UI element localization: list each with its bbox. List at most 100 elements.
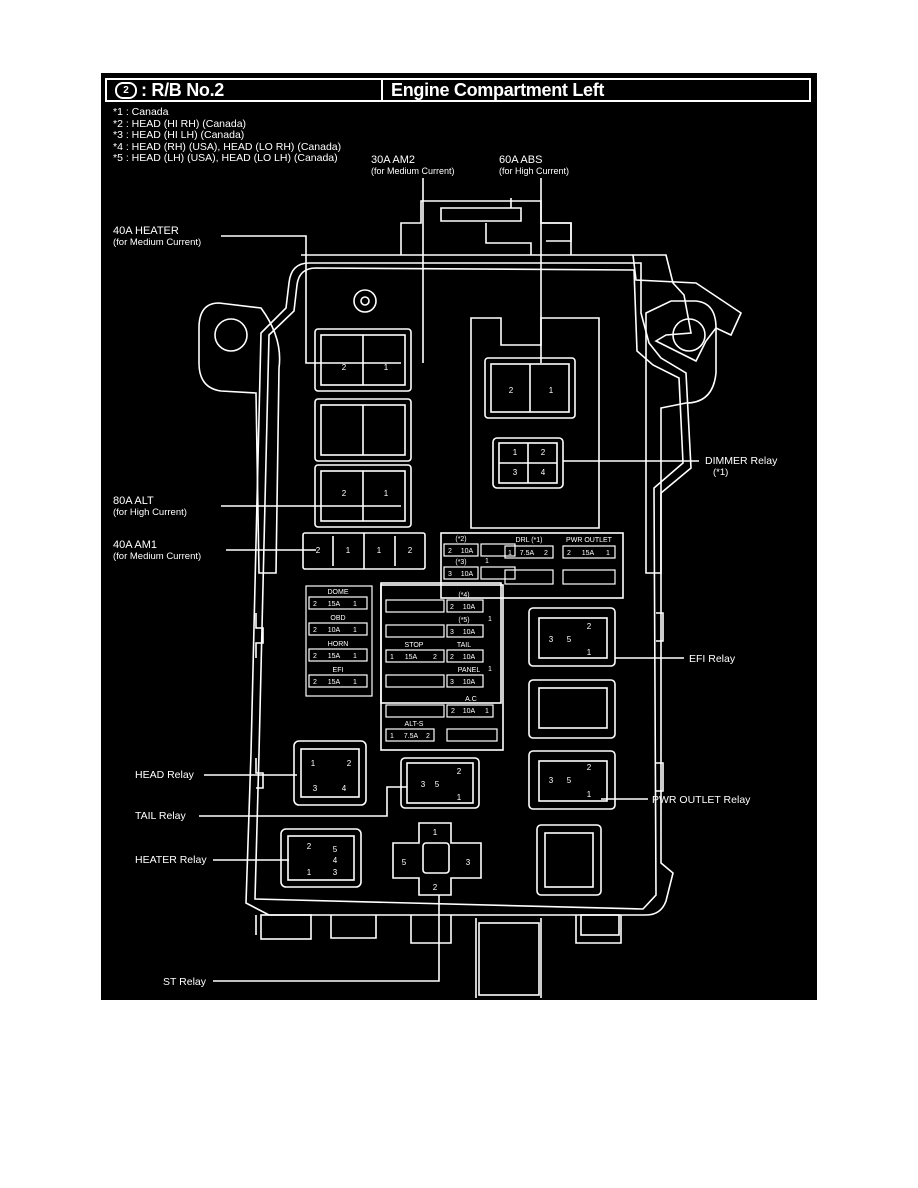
fuse-horn-name: HORN [328, 641, 349, 648]
fuse-ac-pin-b: 1 [485, 708, 489, 715]
pin-label: 5 [567, 776, 572, 785]
fuse-f3-name: (*3) [455, 559, 466, 566]
pin-label: 1 [384, 489, 389, 498]
fuse-f4-amp: 10A [463, 604, 476, 611]
pin-label: 2 [587, 622, 592, 631]
fuse-obd-name: OBD [330, 615, 345, 622]
pin-label: 3 [466, 858, 471, 867]
efi-relay [528, 607, 616, 667]
fuse-efi-pin-b: 1 [353, 679, 357, 686]
note-line: *2 : HEAD (HI RH) (Canada) [113, 117, 247, 130]
callout-heater-note: (for Medium Current) [113, 237, 201, 248]
top-bolt-center [360, 296, 370, 306]
fuse-horn-pin-b: 1 [353, 653, 357, 660]
callout-pwr-relay: PWR OUTLET Relay [652, 794, 751, 806]
left-bolt-hole [214, 318, 248, 352]
fuse-pwr-name: PWR OUTLET [566, 537, 613, 544]
pin-label: 4 [342, 784, 347, 793]
pin-label: 4 [333, 856, 338, 865]
fuse-obd-pin-a: 2 [313, 627, 317, 634]
header-title-right: Engine Compartment Left [391, 79, 605, 100]
fuse-panel-name: PANEL [458, 667, 481, 674]
header-relay-block-id: 2 : R/B No.2 [107, 80, 383, 100]
fuse-drl-pin-b: 2 [544, 550, 548, 557]
top-tab-lines [510, 198, 572, 242]
fuse-tail-amp: 10A [463, 654, 476, 661]
callout-alt-name: 80A ALT [113, 495, 154, 507]
callout-am1-note: (for Medium Current) [113, 551, 201, 562]
callout-abs-note: (for High Current) [499, 166, 569, 176]
header-location: Engine Compartment Left [383, 80, 809, 100]
dimmer-relay [492, 437, 564, 489]
fuse-efi-name: EFI [333, 667, 344, 674]
bottom-right-relay [536, 824, 602, 896]
fuse-f5-pin: 3 [450, 629, 454, 636]
footnotes: *1 : Canada *2 : HEAD (HI RH) (Canada) *… [113, 106, 341, 165]
pin-label: 2 [433, 883, 438, 892]
pin-label: 2 [541, 448, 546, 457]
fuse-f2-pin: 2 [448, 548, 452, 555]
pin-label: 5 [402, 858, 407, 867]
fuse-stop-pin-b: 2 [433, 654, 437, 661]
st-relay [392, 822, 482, 896]
pin-label: 1 [587, 790, 592, 799]
pin-label: 2 [457, 767, 462, 776]
fuse-f5-name: (*5) [458, 617, 469, 624]
fuse-pwr-amp: 15A [582, 550, 595, 557]
bottom-connectors [255, 915, 622, 998]
pin-label: 2 [408, 546, 413, 555]
tail-relay [400, 757, 480, 809]
fuse-obd-pin-b: 1 [353, 627, 357, 634]
top-tab-notch [485, 223, 532, 255]
fuse-tail-name: TAIL [457, 642, 471, 649]
leader-heater [221, 235, 401, 364]
fuse-alts-amp: 7.5A [404, 733, 419, 740]
pin-label: 1 [549, 386, 554, 395]
fuse-stop-pin-a: 1 [390, 654, 394, 661]
fuse-efi-amp: 15A [328, 679, 341, 686]
head-relay [293, 740, 367, 806]
fuse-drl-name: DRL (*1) [516, 537, 543, 544]
callout-dimmer-note: (*1) [713, 467, 728, 478]
left-clips [255, 613, 264, 789]
relay-block-drawing: 30A AM2 (for Medium Current) 60A ABS (fo… [113, 154, 778, 998]
fuse-f4-pin: 2 [450, 604, 454, 611]
note-line: *1 : Canada [113, 106, 169, 118]
fuse-pwr-pin-b: 1 [606, 550, 610, 557]
housing-outline [301, 254, 743, 363]
housing-inner [254, 267, 684, 910]
fuse-common-pin: 1 [488, 616, 492, 623]
callout-efi-relay: EFI Relay [689, 653, 736, 665]
fuse-alts-pin-a: 1 [390, 733, 394, 740]
note-line: *3 : HEAD (HI LH) (Canada) [113, 129, 245, 141]
fuse-f4-name: (*4) [458, 592, 469, 599]
pin-label: 1 [457, 793, 462, 802]
pin-label: 1 [377, 546, 382, 555]
fuse-dome-pin-a: 2 [313, 601, 317, 608]
fuse-f5-amp: 10A [463, 629, 476, 636]
abs-bay [470, 317, 600, 529]
right-clips [656, 612, 664, 792]
pin-label: 1 [307, 868, 312, 877]
leader-tail [199, 786, 407, 817]
diagram-panel: 2 : R/B No.2 Engine Compartment Left *1 … [101, 73, 817, 1000]
pin-label: 1 [384, 363, 389, 372]
fuse-f2-name: (*2) [455, 536, 466, 543]
note-line: *5 : HEAD (LH) (USA), HEAD (LO LH) (Cana… [113, 152, 338, 164]
fuse-ac-pin-a: 2 [451, 708, 455, 715]
pin-label: 3 [421, 780, 426, 789]
callout-head-relay: HEAD Relay [135, 769, 195, 781]
callout-am2-name: 30A AM2 [371, 154, 415, 166]
pin-label: 1 [346, 546, 351, 555]
callout-am2-note: (for Medium Current) [371, 166, 455, 176]
fuse-abs-holder [484, 357, 576, 419]
callout-alt-note: (for High Current) [113, 507, 187, 518]
right-bolt-hole [672, 318, 706, 352]
pin-label: 2 [342, 489, 347, 498]
callout-st-relay: ST Relay [163, 976, 207, 988]
pin-label: 2 [342, 363, 347, 372]
callout-heater-relay: HEATER Relay [135, 854, 207, 866]
fuse-alt-holder [314, 464, 412, 528]
fuse-dome-amp: 15A [328, 601, 341, 608]
pin-label: 3 [313, 784, 318, 793]
